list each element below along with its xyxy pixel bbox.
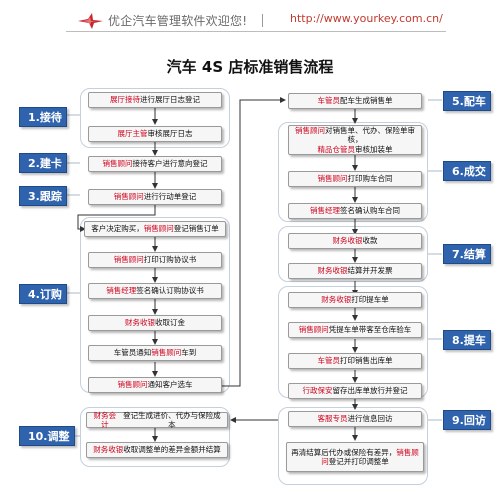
flow-box-allocate-car: 车管员配车生成销售单 — [288, 93, 422, 109]
flow-box-print-pickup: 财务收银打印提车单 — [288, 292, 422, 308]
group-settle — [278, 226, 428, 282]
flow-box-adjust-settle: 财务收银收取调整单的差异金额并结算 — [86, 442, 228, 458]
flow-box-cost-register: 财务会计登记生成进价、代办与保险成本 — [86, 411, 228, 429]
flow-box-sign-agreement: 销售经理签名确认订购协议书 — [88, 283, 222, 299]
step-label-1: 1.接待 — [19, 107, 67, 127]
step-label-10: 10.调整 — [19, 426, 75, 446]
page-header: 优企汽车管理软件欢迎您! http://www.yourkey.com.cn/ — [0, 0, 500, 38]
flow-box-collect-deposit: 财务收银收取订金 — [88, 315, 222, 331]
group-visit — [278, 407, 428, 485]
flow-box-showroom-review: 展厅主管审核展厅日志 — [88, 126, 222, 142]
step-label-7: 7.结算 — [443, 244, 491, 264]
step-label-4: 4.订购 — [19, 284, 67, 304]
flow-box-security-release: 行政保安留存出库单放行并登记 — [288, 383, 422, 399]
step-label-3: 3.跟踪 — [19, 186, 67, 206]
step-label-8: 8.提车 — [443, 330, 491, 350]
flow-box-print-agreement: 销售顾问打印订购协议书 — [88, 252, 222, 268]
flow-box-notify-select: 销售顾问通知客户选车 — [88, 377, 222, 393]
step-label-6: 6.成交 — [443, 161, 491, 181]
header-url[interactable]: http://www.yourkey.com.cn/ — [290, 12, 443, 25]
flow-box-collect-payment: 财务收银收款 — [288, 233, 422, 249]
flow-box-notify-arrival: 车管员通知销售顾问车到 — [88, 345, 222, 361]
flow-box-sign-contract: 销售经理签名确认购车合同 — [288, 203, 422, 219]
header-divider — [262, 14, 263, 27]
header-rule — [66, 31, 446, 32]
flow-box-outbound-slip: 车管员打印销售出库单 — [288, 353, 422, 369]
flow-box-showroom-log: 展厅接待进行展厅日志登记 — [88, 92, 222, 108]
flow-box-inspect-car: 销售顾问凭提车单带客至仓库验车 — [288, 322, 422, 338]
flow-box-invoice: 财务收银结算并开发票 — [288, 263, 422, 279]
step-label-5: 5.配车 — [443, 91, 491, 111]
step-label-2: 2.建卡 — [19, 153, 67, 173]
group-adjust — [80, 407, 230, 467]
flow-box-action-register: 销售顾问进行行动单登记 — [88, 189, 222, 205]
header-welcome-text: 优企汽车管理软件欢迎您! — [108, 14, 248, 28]
step-label-9: 9.回访 — [443, 410, 491, 430]
logo-star-icon — [78, 13, 103, 29]
flow-box-customer-visit: 客服专员进行信息回访 — [288, 411, 422, 427]
flow-box-intent-register: 销售顾问接待客户进行意向登记 — [88, 156, 222, 172]
flow-box-adjust-slip: 再清结算后代办或保险有差异，销售顾 问登记并打印调整单 — [286, 442, 424, 472]
flow-box-print-contract: 销售顾问打印购车合同 — [288, 171, 422, 187]
flow-box-order-review: 销售顾问对销售单、代办、保险单审核， 精品仓管员审核加装单 — [288, 125, 422, 155]
diagram-title: 汽车 4S 店标准销售流程 — [166, 58, 334, 76]
flow-box-sales-order: 客户决定购买，销售顾问登记销售订单 — [84, 221, 226, 237]
